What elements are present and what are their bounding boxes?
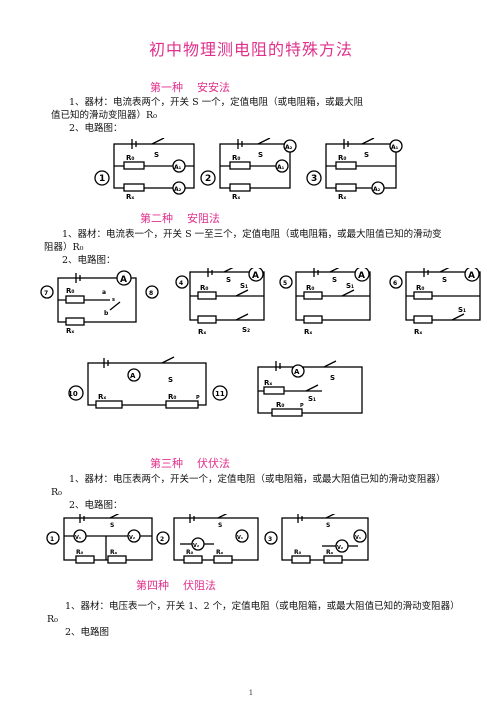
- svg-text:10: 10: [68, 390, 78, 398]
- figures-voltmeter: 1 S V₁ V₂ R₀ Rₓ 2 S V₁ V₂ R₀ Rₓ 3 S V₁ V…: [46, 514, 369, 564]
- page-title: 初中物理测电阻的特殊方法: [148, 40, 353, 59]
- svg-text:A: A: [294, 368, 300, 376]
- page-number: 1: [248, 689, 254, 697]
- svg-text:1: 1: [99, 174, 105, 184]
- svg-text:Rₓ: Rₓ: [110, 549, 118, 556]
- section-1-heading: 第一种安安法: [150, 81, 230, 94]
- svg-text:R₀: R₀: [294, 549, 302, 556]
- svg-text:4: 4: [179, 280, 183, 287]
- svg-text:S₁: S₁: [308, 395, 316, 403]
- svg-text:A: A: [468, 271, 475, 281]
- svg-text:7: 7: [44, 290, 48, 297]
- section-2-text: 1、器材：电流表一个，开关 S 一至三个，定值电阻（或电阻箱，或最大阻值已知的滑…: [44, 229, 442, 266]
- svg-text:R₀: R₀: [338, 154, 346, 162]
- svg-text:R₀: R₀: [276, 401, 284, 409]
- svg-text:1: 1: [50, 536, 54, 543]
- svg-text:11: 11: [215, 390, 225, 398]
- svg-text:V₁: V₁: [75, 535, 81, 541]
- svg-text:Rₓ: Rₓ: [264, 379, 272, 387]
- svg-text:A₁: A₁: [174, 164, 182, 171]
- svg-text:V₁: V₁: [237, 535, 243, 541]
- svg-text:A: A: [252, 271, 259, 281]
- svg-text:R₀: R₀: [66, 287, 74, 295]
- section-2-heading: 第二种安阻法: [140, 212, 220, 225]
- svg-text:P: P: [196, 395, 200, 401]
- svg-text:Rₓ: Rₓ: [198, 328, 206, 336]
- svg-text:A₂: A₂: [373, 186, 381, 193]
- svg-text:S: S: [442, 276, 447, 284]
- svg-text:S₁: S₁: [458, 306, 466, 314]
- svg-text:S: S: [258, 151, 263, 159]
- svg-text:V₁: V₁: [355, 535, 361, 541]
- section-4-text: 1、器材：电压表一个，开关 1、2 个，定值电阻（或电阻箱，或最大阻值已知的滑动…: [47, 601, 460, 638]
- svg-text:Rₓ: Rₓ: [126, 193, 134, 201]
- figures-1-3: 1 S R₀ Rₓ A₁ A₂ 2 S R₀ Rₓ A₂ A₁ 3 S R₀ R…: [94, 138, 403, 201]
- section-4-heading: 第四种伏阻法: [136, 579, 216, 592]
- svg-text:Rₓ: Rₓ: [304, 328, 312, 336]
- svg-text:P: P: [300, 403, 304, 409]
- svg-text:S: S: [168, 376, 173, 384]
- svg-text:V₂: V₂: [193, 543, 199, 549]
- svg-text:3: 3: [311, 174, 317, 184]
- svg-text:S: S: [218, 522, 222, 529]
- svg-text:S: S: [332, 276, 337, 284]
- svg-text:Rₓ: Rₓ: [232, 193, 240, 201]
- svg-text:A₁: A₁: [277, 164, 285, 171]
- svg-text:Rₓ: Rₓ: [66, 327, 74, 335]
- svg-text:3: 3: [268, 536, 272, 543]
- svg-text:2: 2: [205, 174, 211, 184]
- svg-text:2: 2: [160, 536, 164, 543]
- figures-4-8: 7 8 A a s b R₀ Rₓ 4 A S S₁ S₂ R₀ Rₓ 5 A …: [40, 268, 481, 336]
- svg-text:Rₓ: Rₓ: [98, 393, 106, 401]
- svg-text:R₀: R₀: [416, 284, 424, 292]
- section-3-text: 1、器材：电压表两个，开关一个，定值电阻（或电阻箱，或最大阻值已知的滑动变阻器）…: [51, 474, 446, 511]
- svg-text:A₂: A₂: [174, 186, 182, 193]
- svg-text:V₂: V₂: [129, 535, 135, 541]
- svg-text:S: S: [226, 276, 231, 284]
- svg-text:S: S: [364, 151, 369, 159]
- section-1-text: 1、器材：电流表两个，开关 S 一个，定值电阻（或电阻箱，或最大阻 值已知的滑动…: [51, 97, 364, 134]
- section-3-heading: 第三种伏伏法: [150, 457, 230, 470]
- figures-10-11: 10 11 A S Rₓ R₀ P A S Rₓ S₁ R₀ P: [68, 356, 363, 417]
- svg-text:6: 6: [393, 280, 397, 287]
- svg-text:A₁: A₁: [391, 144, 399, 151]
- svg-text:R₀: R₀: [200, 284, 208, 292]
- svg-text:5: 5: [283, 280, 287, 287]
- svg-text:Rₓ: Rₓ: [338, 193, 346, 201]
- svg-text:A₂: A₂: [285, 144, 293, 151]
- svg-text:R₀: R₀: [168, 393, 176, 401]
- svg-text:R₀: R₀: [186, 549, 194, 556]
- svg-text:S: S: [330, 374, 335, 382]
- svg-text:R₀: R₀: [306, 284, 314, 292]
- svg-text:S₁: S₁: [240, 282, 248, 290]
- svg-text:a: a: [102, 289, 106, 296]
- svg-text:Rₓ: Rₓ: [326, 549, 334, 556]
- svg-text:R₀: R₀: [232, 154, 240, 162]
- svg-text:8: 8: [149, 290, 153, 297]
- svg-text:b: b: [104, 310, 109, 317]
- svg-text:A: A: [120, 275, 127, 285]
- svg-text:S₁: S₁: [346, 282, 354, 290]
- svg-text:A: A: [358, 271, 365, 281]
- svg-text:V₂: V₂: [337, 545, 343, 551]
- svg-text:s: s: [112, 297, 115, 303]
- svg-text:S: S: [110, 522, 114, 529]
- svg-text:Rₓ: Rₓ: [216, 549, 224, 556]
- svg-text:S: S: [154, 151, 159, 159]
- svg-text:A: A: [130, 372, 136, 380]
- svg-text:Rₓ: Rₓ: [414, 328, 422, 336]
- svg-text:S: S: [326, 522, 330, 529]
- svg-text:S₂: S₂: [242, 326, 250, 334]
- svg-text:R₀: R₀: [126, 154, 134, 162]
- svg-text:R₀: R₀: [76, 549, 84, 556]
